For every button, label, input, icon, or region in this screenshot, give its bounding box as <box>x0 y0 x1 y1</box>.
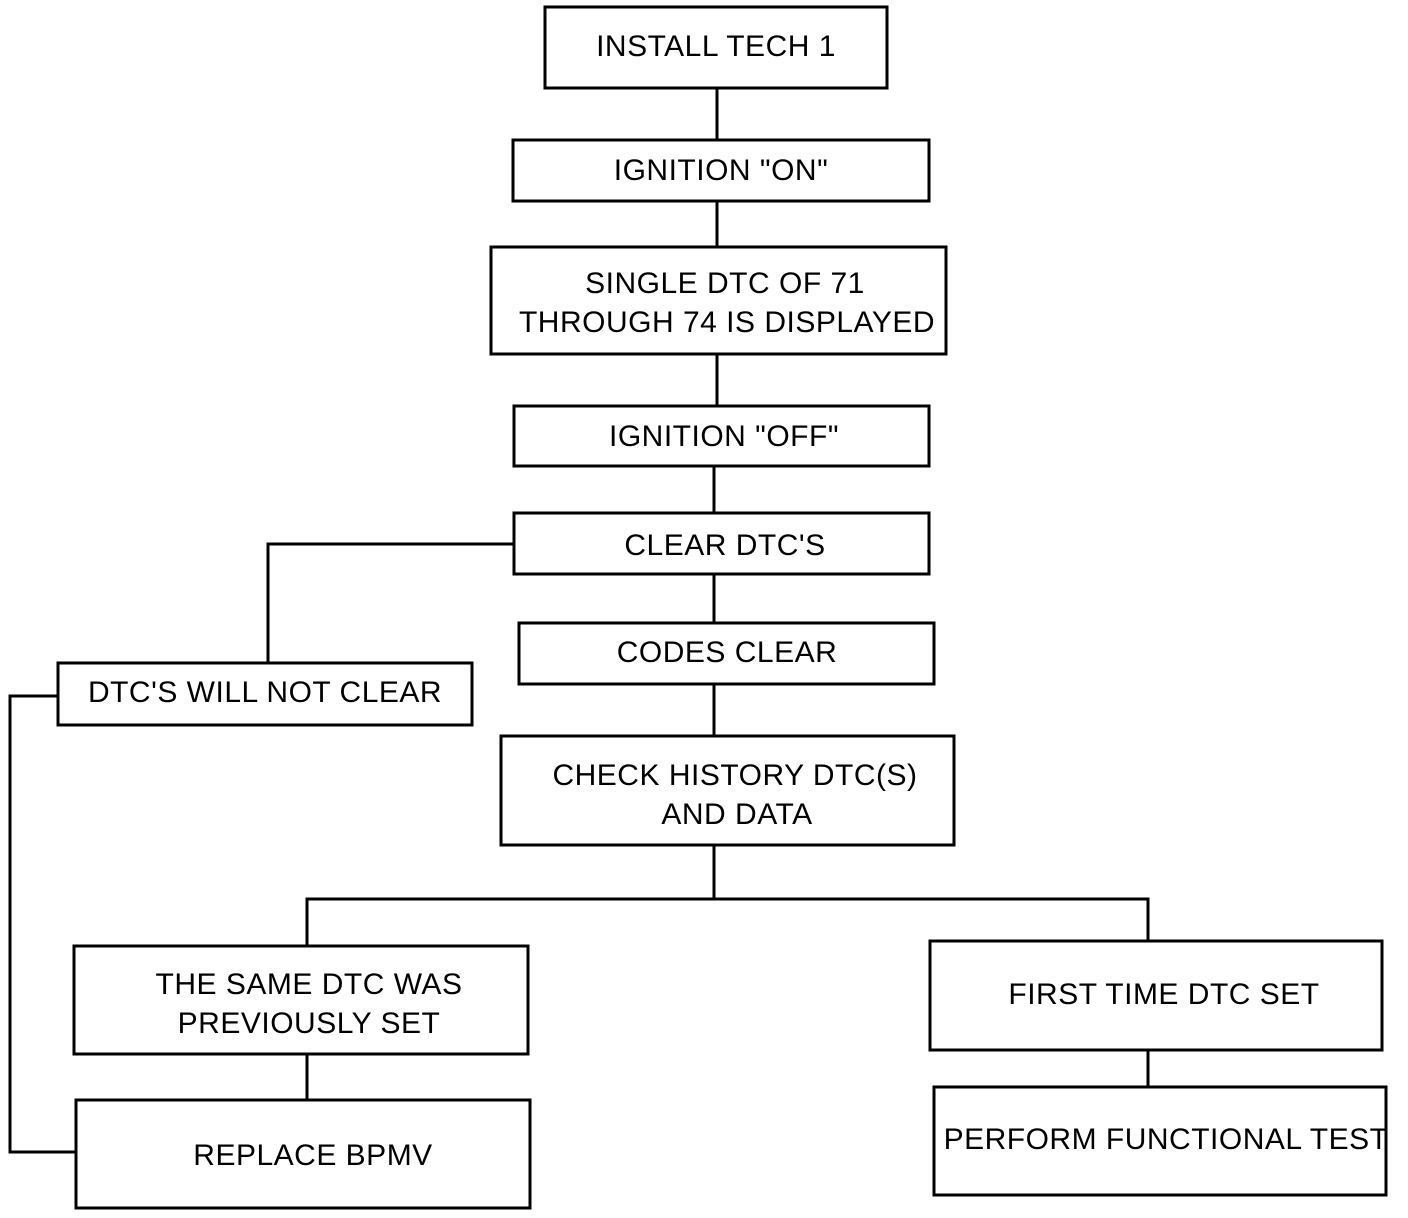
step-install-tech1: INSTALL TECH 1 <box>543 5 889 90</box>
connector-clear-dtcs-to-will-not-clear <box>266 542 516 665</box>
step-ignition-on: IGNITION "ON" <box>511 138 931 203</box>
step-same-dtc-label-line2: PREVIOUSLY SET <box>178 1007 441 1040</box>
step-single-dtc-label-line1: SINGLE DTC OF 71 <box>585 267 865 300</box>
step-perform-functional-test: PERFORM FUNCTIONAL TEST <box>932 1085 1389 1197</box>
step-clear-dtcs-label: CLEAR DTC'S <box>624 529 825 562</box>
step-replace-bpmv: REPLACE BPMV <box>74 1098 532 1210</box>
step-ignition-off-label: IGNITION "OFF" <box>609 420 839 453</box>
step-perform-functional-test-label: PERFORM FUNCTIONAL TEST <box>944 1123 1389 1156</box>
step-first-time-dtc-set-label: FIRST TIME DTC SET <box>1008 978 1319 1011</box>
connector-will-not-clear-to-replace-bpmv <box>8 694 78 1154</box>
connector-branch-split <box>305 897 1150 948</box>
step-check-history-label-line2: AND DATA <box>661 798 812 831</box>
connectors <box>8 86 1150 1154</box>
step-replace-bpmv-label: REPLACE BPMV <box>193 1139 432 1172</box>
step-dtcs-will-not-clear: DTC'S WILL NOT CLEAR <box>56 661 474 727</box>
step-ignition-off: IGNITION "OFF" <box>512 404 931 468</box>
step-install-tech1-label: INSTALL TECH 1 <box>596 30 836 63</box>
step-first-time-dtc-set: FIRST TIME DTC SET <box>928 939 1384 1052</box>
step-single-dtc: SINGLE DTC OF 71 THROUGH 74 IS DISPLAYED <box>489 245 948 356</box>
step-same-dtc-label-line1: THE SAME DTC WAS <box>156 968 463 1001</box>
step-check-history-label-line1: CHECK HISTORY DTC(S) <box>552 759 917 792</box>
step-clear-dtcs: CLEAR DTC'S <box>512 511 931 576</box>
step-codes-clear-label: CODES CLEAR <box>617 636 838 669</box>
step-codes-clear: CODES CLEAR <box>517 621 936 686</box>
step-dtcs-will-not-clear-label: DTC'S WILL NOT CLEAR <box>88 676 442 709</box>
step-single-dtc-label-line2: THROUGH 74 IS DISPLAYED <box>519 306 935 339</box>
step-ignition-on-label: IGNITION "ON" <box>614 154 828 187</box>
step-check-history: CHECK HISTORY DTC(S) AND DATA <box>499 734 956 847</box>
step-same-dtc-previously-set: THE SAME DTC WAS PREVIOUSLY SET <box>72 944 530 1056</box>
